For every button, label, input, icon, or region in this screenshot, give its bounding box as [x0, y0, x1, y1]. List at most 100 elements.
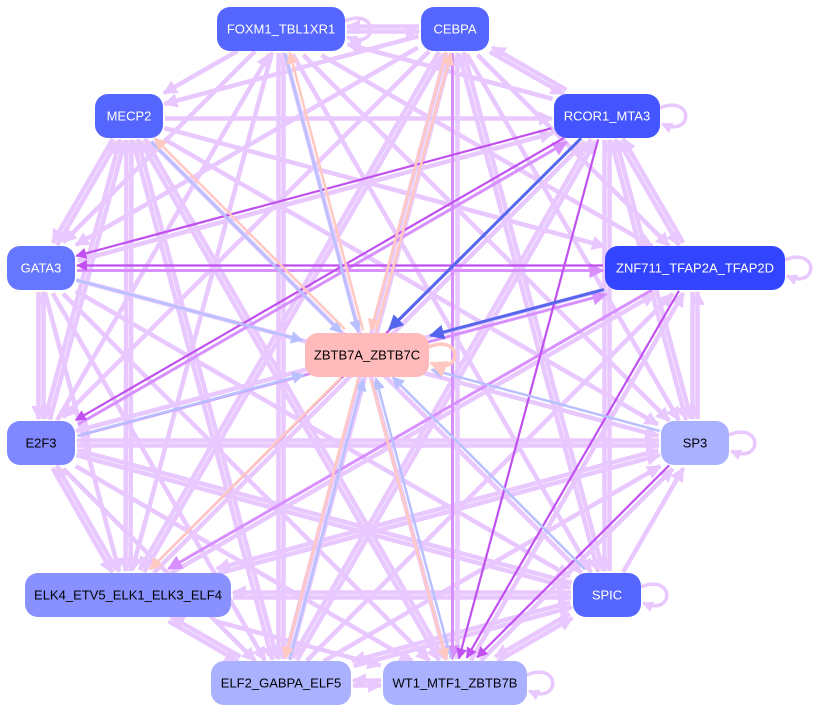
edge-foxm1_tbl1xr1-to-zbtb7a_zbtb7c — [283, 53, 362, 333]
edge-elf2_gabpa_elf5-to-zbtb7a_zbtb7c — [288, 378, 367, 660]
node-spic[interactable]: SPIC — [573, 573, 641, 617]
node-box[interactable] — [554, 94, 660, 138]
node-label: WT1_MTF1_ZBTB7B — [393, 675, 518, 690]
edge-znf711_tfap2a_tfap2d-to-wt1_mtf1_zbtb7b — [465, 290, 680, 659]
edge-mecp2-to-znf711_tfap2a_tfap2d — [163, 125, 607, 251]
node-wt1-mtf1-zbtb7b[interactable]: WT1_MTF1_ZBTB7B — [383, 661, 527, 705]
edge-znf711_tfap2a_tfap2d-to-elk4_etv5_elk1_elk3_elf4 — [167, 288, 653, 571]
edge-zbtb7a_zbtb7c-to-foxm1_tbl1xr1 — [286, 51, 365, 331]
edge-znf711_tfap2a_tfap2d-to-rcor1_mta3 — [621, 137, 686, 244]
self-loop-znf711_tfap2a_tfap2d — [784, 255, 813, 286]
node-znf711-tfap2a-tfap2d[interactable]: ZNF711_TFAP2A_TFAP2D — [605, 246, 785, 290]
edge-elf2_gabpa_elf5-to-elk4_etv5_elk1_elk3_elf4 — [169, 614, 242, 659]
node-box[interactable] — [661, 421, 729, 465]
node-box[interactable] — [7, 246, 75, 290]
edge-elk4_etv5_elk1_elk3_elf4-to-e2f3 — [54, 464, 119, 571]
edge-e2f3-to-mecp2 — [47, 139, 129, 421]
edge-wt1_mtf1_zbtb7b-to-spic — [496, 616, 574, 664]
edge-gata3-to-zbtb7a_zbtb7c — [76, 278, 304, 344]
edge-spic-to-elf2_gabpa_elf5 — [350, 600, 571, 665]
node-box[interactable] — [211, 661, 351, 705]
edge-elf2_gabpa_elf5-to-rcor1_mta3 — [295, 139, 598, 662]
edge-wt1_mtf1_zbtb7b-to-zbtb7a_zbtb7c — [372, 377, 453, 659]
node-label: SPIC — [592, 587, 622, 602]
node-box[interactable] — [305, 333, 429, 377]
node-box[interactable] — [217, 7, 345, 51]
edge-znf711_tfap2a_tfap2d-to-zbtb7a_zbtb7c — [428, 288, 605, 340]
edge-sp3-to-wt1_mtf1_zbtb7b — [476, 464, 671, 659]
edge-spic-to-sp3 — [621, 467, 686, 574]
edge-e2f3-to-foxm1_tbl1xr1 — [55, 53, 272, 422]
self-loop-zbtb7a_zbtb7c — [428, 342, 457, 378]
node-label: FOXM1_TBL1XR1 — [227, 21, 335, 36]
edge-e2f3-to-zbtb7a_zbtb7c — [77, 371, 305, 437]
edge-gata3-to-rcor1_mta3 — [77, 129, 555, 263]
self-loop-rcor1_mta3 — [659, 103, 688, 134]
self-loop-spic — [640, 582, 669, 613]
edge-cebpa-to-zbtb7a_zbtb7c — [367, 52, 448, 332]
edge-elk4_etv5_elk1_elk3_elf4-to-sp3 — [217, 451, 662, 576]
edge-mecp2-to-sp3 — [162, 137, 659, 427]
node-elf2-gabpa-elf5[interactable]: ELF2_GABPA_ELF5 — [211, 661, 351, 705]
edge-rcor1_mta3-to-gata3 — [75, 127, 552, 259]
edge-spic-to-wt1_mtf1_zbtb7b — [493, 611, 571, 659]
node-label: CEBPA — [433, 21, 476, 36]
edge-elf2_gabpa_elf5-to-znf711_tfap2a_tfap2d — [305, 292, 675, 663]
edge-mecp2-to-zbtb7a_zbtb7c — [150, 140, 343, 334]
node-label: MECP2 — [107, 108, 152, 123]
node-label: ELK4_ETV5_ELK1_ELK3_ELF4 — [34, 587, 222, 602]
edge-mecp2-to-elf2_gabpa_elf5 — [130, 140, 276, 662]
edge-elk4_etv5_elk1_elk3_elf4-to-znf711_tfap2a_tfap2d — [169, 292, 656, 576]
node-zbtb7a-zbtb7c[interactable]: ZBTB7A_ZBTB7C — [305, 333, 429, 377]
node-elk4-etv5-elk1-elk3-elf4[interactable]: ELK4_ETV5_ELK1_ELK3_ELF4 — [25, 573, 231, 617]
edge-rcor1_mta3-to-foxm1_tbl1xr1 — [346, 40, 554, 102]
edge-e2f3-to-elk4_etv5_elk1_elk3_elf4 — [50, 467, 115, 574]
edge-foxm1_tbl1xr1-to-elk4_etv5_elk1_elk3_elf4 — [128, 51, 275, 572]
edge-spic-to-e2f3 — [76, 446, 573, 586]
edge-spic-to-zbtb7a_zbtb7c — [391, 376, 586, 571]
self-loop-foxm1_tbl1xr1 — [344, 16, 373, 47]
node-sp3[interactable]: SP3 — [661, 421, 729, 465]
edge-gata3-to-spic — [74, 289, 571, 579]
edge-foxm1_tbl1xr1-to-mecp2 — [162, 48, 239, 96]
node-box[interactable] — [7, 421, 75, 465]
edge-wt1_mtf1_zbtb7b-to-sp3 — [479, 467, 675, 663]
edge-rcor1_mta3-to-elf2_gabpa_elf5 — [290, 137, 593, 660]
node-label: GATA3 — [21, 260, 62, 275]
edge-spic-to-cebpa — [460, 50, 606, 571]
node-mecp2[interactable]: MECP2 — [95, 94, 163, 138]
edge-rcor1_mta3-to-znf711_tfap2a_tfap2d — [616, 140, 681, 247]
node-box[interactable] — [605, 246, 785, 290]
self-loops-layer — [344, 16, 813, 701]
node-box[interactable] — [95, 94, 163, 138]
edge-rcor1_mta3-to-wt1_mtf1_zbtb7b — [456, 139, 600, 660]
node-cebpa[interactable]: CEBPA — [421, 7, 489, 51]
edge-zbtb7a_zbtb7c-to-elk4_etv5_elk1_elk3_elf4 — [149, 376, 343, 571]
node-box[interactable] — [383, 661, 527, 705]
edge-elk4_etv5_elk1_elk3_elf4-to-elf2_gabpa_elf5 — [167, 619, 240, 664]
node-label: SP3 — [683, 435, 708, 450]
edge-mecp2-to-e2f3 — [41, 138, 123, 420]
edge-mecp2-to-wt1_mtf1_zbtb7b — [138, 140, 441, 662]
self-loop-wt1_mtf1_zbtb7b — [526, 670, 555, 701]
node-box[interactable] — [25, 573, 231, 617]
node-gata3[interactable]: GATA3 — [7, 246, 75, 290]
node-foxm1-tbl1xr1[interactable]: FOXM1_TBL1XR1 — [217, 7, 345, 51]
edge-sp3-to-zbtb7a_zbtb7c — [430, 366, 660, 433]
self-loop-sp3 — [728, 430, 757, 461]
node-label: ZNF711_TFAP2A_TFAP2D — [616, 260, 774, 275]
node-e2f3[interactable]: E2F3 — [7, 421, 75, 465]
edge-cebpa-to-spic — [456, 53, 602, 574]
edge-zbtb7a_zbtb7c-to-mecp2 — [153, 137, 346, 331]
edge-elk4_etv5_elk1_elk3_elf4-to-mecp2 — [124, 138, 139, 572]
edge-cebpa-to-mecp2 — [162, 34, 419, 108]
edge-gata3-to-mecp2 — [55, 140, 120, 247]
node-label: E2F3 — [25, 435, 56, 450]
edge-mecp2-to-gata3 — [50, 137, 115, 244]
node-box[interactable] — [421, 7, 489, 51]
node-label: ZBTB7A_ZBTB7C — [314, 347, 420, 362]
node-box[interactable] — [573, 573, 641, 617]
node-rcor1-mta3[interactable]: RCOR1_MTA3 — [554, 94, 660, 138]
